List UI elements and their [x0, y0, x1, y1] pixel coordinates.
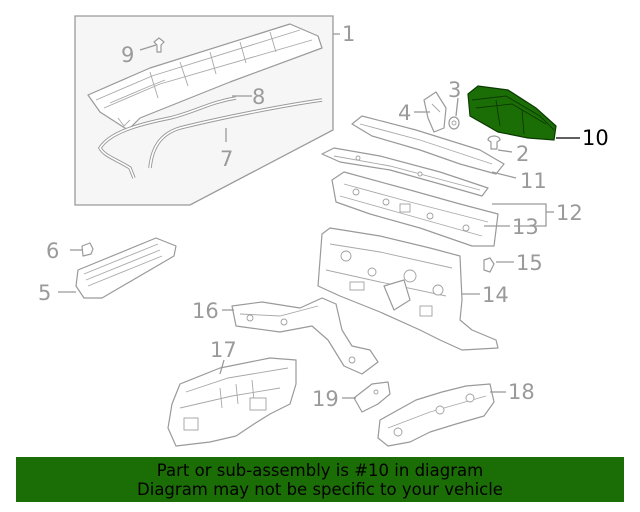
callout-19: 19: [312, 387, 339, 411]
part-17-ip-carrier[interactable]: [167, 357, 297, 447]
callout-7: 7: [220, 147, 233, 171]
part-9-clip[interactable]: [153, 37, 165, 53]
part-19-bracket[interactable]: [353, 381, 391, 413]
callout-14: 14: [482, 283, 509, 307]
callout-12: 12: [556, 201, 583, 225]
callout-10: 10: [582, 126, 609, 150]
callout-13: 13: [512, 215, 539, 239]
callout-3: 3: [448, 78, 461, 102]
part-4-bracket[interactable]: [423, 91, 447, 133]
callout-2: 2: [516, 142, 529, 166]
part-7-seal[interactable]: [148, 98, 323, 169]
callout-5: 5: [38, 281, 51, 305]
part-16-dash-bar[interactable]: [231, 297, 379, 375]
callout-4: 4: [398, 101, 411, 125]
banner-line-1: Part or sub-assembly is #10 in diagram: [156, 461, 484, 480]
callout-6: 6: [46, 239, 59, 263]
part-8-hose[interactable]: [97, 96, 237, 179]
part-5-plenum-panel[interactable]: [75, 237, 177, 299]
callout-8: 8: [252, 85, 265, 109]
info-banner: Part or sub-assembly is #10 in diagram D…: [16, 457, 624, 502]
part-1-cowl-grille[interactable]: [87, 23, 323, 131]
part-18-duct-assembly[interactable]: [377, 383, 495, 447]
callout-1: 1: [342, 22, 355, 46]
part-6-clip[interactable]: [81, 242, 94, 257]
part-15-fastener[interactable]: [483, 257, 495, 273]
callout-15: 15: [516, 251, 543, 275]
part-11-cowl-upper[interactable]: [321, 115, 505, 197]
part-2-pin[interactable]: [487, 135, 501, 150]
callout-17: 17: [210, 338, 237, 362]
callout-16: 16: [192, 299, 219, 323]
banner-line-2: Diagram may not be specific to your vehi…: [137, 480, 503, 499]
callout-labels: 1 9 8 7 3 4 10 2 11 12 13 15 14 6 5 16 1…: [38, 22, 609, 411]
part-13-crossmember[interactable]: [331, 171, 499, 247]
part-3-grommet[interactable]: [448, 116, 460, 130]
part-10-cowl-panel[interactable]: [467, 85, 557, 141]
leader-lines: [58, 33, 580, 399]
callout-11: 11: [520, 169, 547, 193]
callout-18: 18: [508, 380, 535, 404]
callout-9: 9: [121, 43, 134, 67]
part-14-dash-panel[interactable]: [317, 227, 499, 351]
